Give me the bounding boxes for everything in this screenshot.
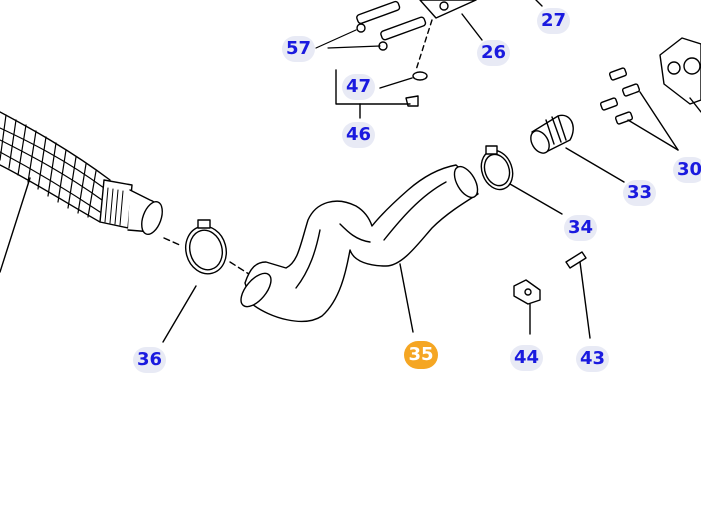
callout-35[interactable]: 35 [404,341,438,369]
bracket-26-part[interactable] [415,0,483,71]
callout-47[interactable]: 47 [342,74,376,100]
callout-57[interactable]: 57 [282,36,316,62]
callout-27[interactable]: 27 [537,8,571,34]
bolts-57-part[interactable] [356,0,427,51]
callout-30[interactable]: 30 [673,157,701,183]
block-44-part[interactable] [513,279,541,335]
callout-44[interactable]: 44 [510,345,544,371]
callout-43[interactable]: 43 [576,346,610,372]
curved-hose-35-part[interactable] [235,163,482,333]
hose-clamp-36-part[interactable] [162,219,253,343]
intake-tube-part[interactable] [0,111,166,273]
callout-33[interactable]: 33 [623,180,657,206]
callout-34[interactable]: 34 [564,215,598,241]
leader-27 [535,0,543,7]
flange-30-part[interactable] [599,37,701,151]
callout-26[interactable]: 26 [477,40,511,66]
bolt-43-part[interactable] [565,251,591,339]
callout-46[interactable]: 46 [342,122,376,148]
hose-clamp-34-part[interactable] [476,145,563,215]
washers-47-46-part[interactable] [405,71,428,107]
elbow-fitting-33-part[interactable] [527,114,625,183]
callout-36[interactable]: 36 [133,347,167,373]
